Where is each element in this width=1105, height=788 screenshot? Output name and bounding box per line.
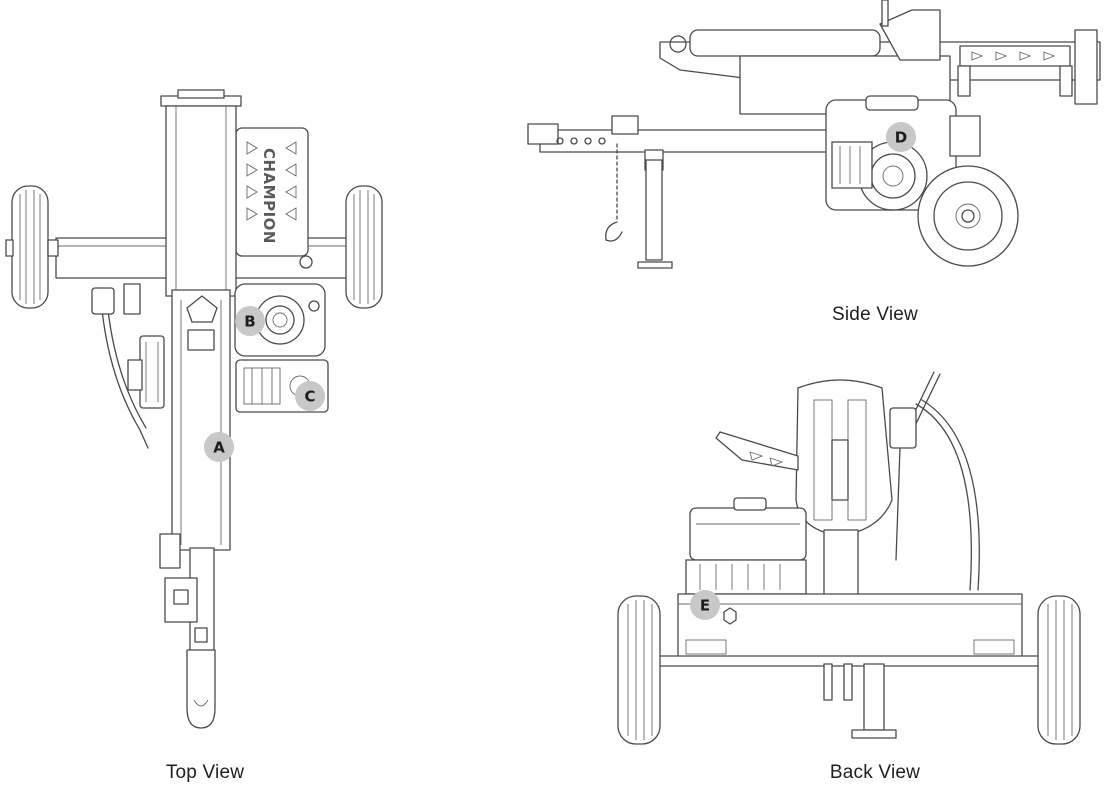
back-right-wheel xyxy=(1037,595,1081,745)
back-jack xyxy=(823,663,897,739)
back-shield xyxy=(795,379,893,537)
side-wheel xyxy=(917,115,1019,267)
callout-c: C xyxy=(295,381,325,411)
back-deflector xyxy=(715,431,799,471)
side-tongue xyxy=(527,115,861,269)
callout-a-label: A xyxy=(213,439,225,457)
side-view-drawing xyxy=(527,0,1101,269)
side-view-caption: Side View xyxy=(832,304,918,325)
top-view-drawing: CHAMPION xyxy=(5,89,383,729)
back-valve-lever xyxy=(889,371,980,591)
top-left-wheel xyxy=(5,185,59,309)
champion-logo: CHAMPION xyxy=(260,148,278,244)
callout-e: E xyxy=(690,590,720,620)
callout-b: B xyxy=(235,306,265,336)
top-tongue-hitch xyxy=(159,533,216,729)
callout-a: A xyxy=(204,432,234,462)
back-center-post xyxy=(823,529,859,601)
top-main-beam xyxy=(160,89,242,551)
top-hydraulics xyxy=(91,283,165,449)
back-axle xyxy=(655,593,1045,667)
callout-d: D xyxy=(886,122,916,152)
back-left-wheel xyxy=(617,595,661,745)
callout-c-label: C xyxy=(304,388,315,406)
back-engine xyxy=(685,497,807,595)
callout-b-label: B xyxy=(244,313,255,331)
back-view-caption: Back View xyxy=(829,762,921,783)
callout-d-label: D xyxy=(895,129,907,147)
back-view-drawing xyxy=(617,371,1081,745)
side-engine xyxy=(825,95,957,211)
callout-e-label: E xyxy=(700,597,710,615)
top-right-wheel xyxy=(345,185,383,309)
top-shield-plate: CHAMPION xyxy=(235,127,309,257)
top-view-caption: Top View xyxy=(165,762,245,783)
